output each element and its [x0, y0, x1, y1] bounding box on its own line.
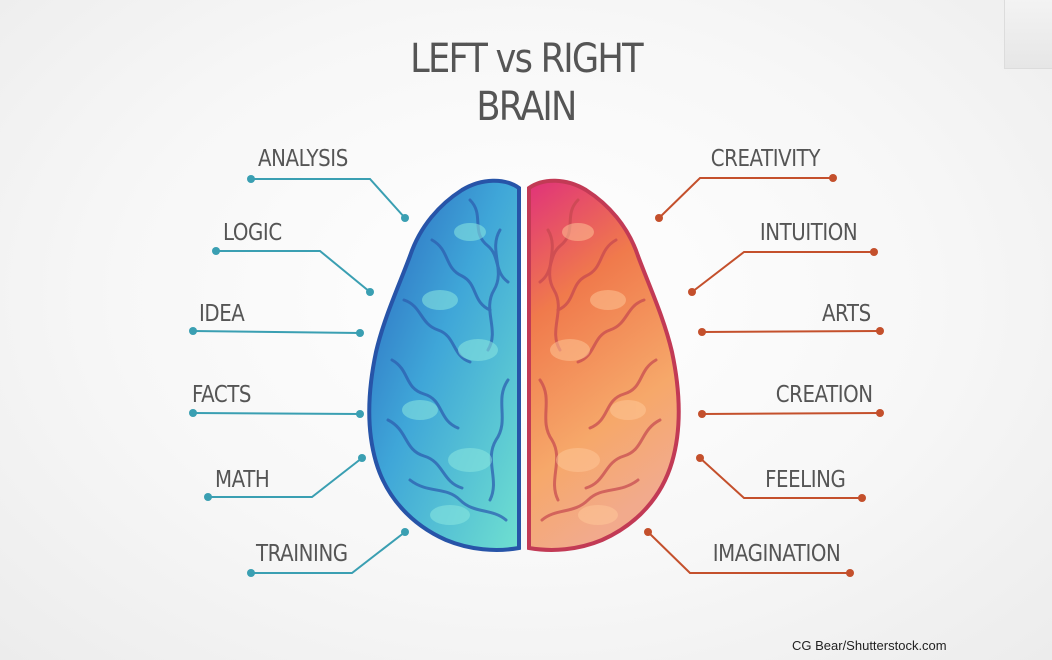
label-creation: CREATION [776, 382, 873, 408]
label-arts: ARTS [822, 301, 871, 327]
image-credit: CG Bear/Shutterstock.com [792, 638, 947, 653]
left-connectors [192, 178, 406, 574]
label-logic: LOGIC [223, 220, 282, 246]
connector-creation [701, 412, 881, 415]
connector-arts [701, 330, 881, 333]
label-idea: IDEA [199, 301, 245, 327]
label-intuition: INTUITION [759, 220, 858, 246]
connector-creativity [658, 177, 833, 219]
left-hemisphere [367, 178, 521, 552]
label-math: MATH [215, 467, 270, 493]
connector-facts [192, 412, 361, 415]
connector-analysis [251, 178, 406, 219]
label-imagination: IMAGINATION [712, 541, 840, 567]
label-analysis: ANALYSIS [258, 146, 348, 172]
title-line-1: LEFT vs RIGHT [410, 36, 644, 82]
title-line-2: BRAIN [476, 84, 577, 130]
right-connector-dots [644, 174, 884, 577]
right-connectors [647, 177, 881, 574]
label-training: TRAINING [256, 541, 348, 567]
connector-logic [216, 250, 371, 293]
label-feeling: FEELING [764, 467, 846, 493]
connector-idea [192, 330, 361, 334]
label-facts: FACTS [192, 382, 252, 408]
label-creativity: CREATIVITY [710, 146, 821, 172]
right-hemisphere [527, 178, 681, 552]
connector-training [251, 531, 406, 574]
connector-intuition [691, 251, 874, 293]
connector-imagination [647, 531, 850, 574]
connector-math [208, 457, 363, 498]
connector-feeling [699, 457, 862, 499]
corner-tab [1004, 0, 1052, 69]
left-connector-dots [189, 175, 409, 577]
